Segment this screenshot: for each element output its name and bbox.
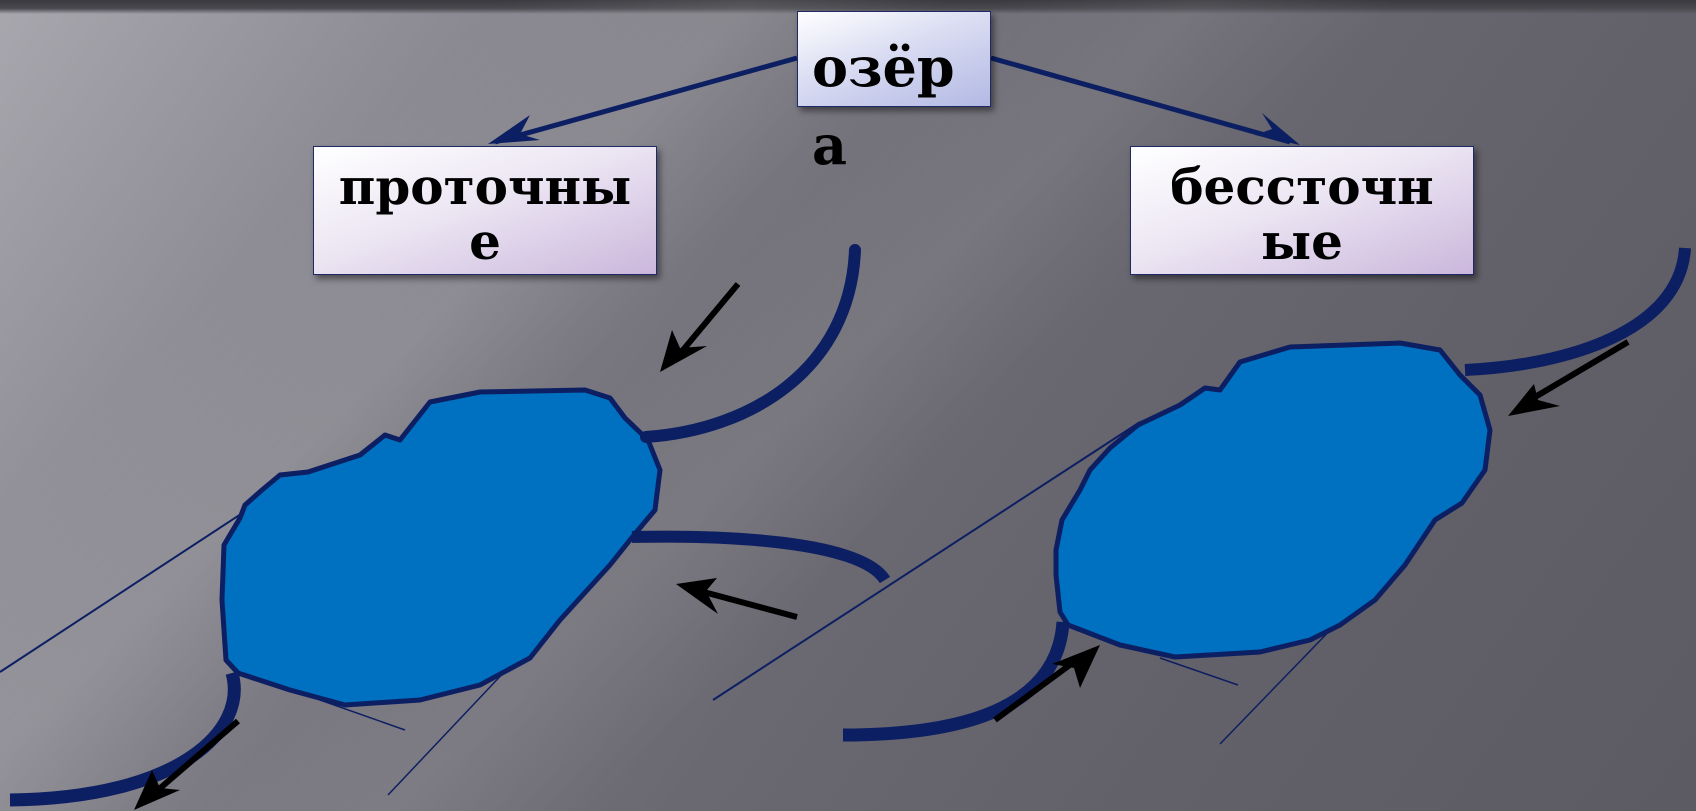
- outflow-arrow: [156, 718, 240, 793]
- perspective-line: [387, 667, 509, 796]
- connector-right-head: [1255, 113, 1300, 145]
- endorheic-label: бессточные: [1170, 157, 1434, 271]
- flow-through-lake: [0, 244, 891, 810]
- inflow-river: [631, 530, 891, 584]
- inflow-arrow: [699, 588, 798, 620]
- inflow-arrow-head: [676, 578, 718, 614]
- connector-left: [494, 55, 798, 145]
- perspective-line: [712, 421, 1141, 701]
- endorheic-box: бессточные: [1130, 146, 1474, 275]
- inflow-arrow-head: [1508, 384, 1560, 416]
- inflow-arrow-head: [660, 330, 707, 372]
- root-box: [797, 11, 991, 107]
- inflow-arrow-head: [1052, 645, 1100, 688]
- perspective-line: [1159, 657, 1239, 686]
- lake-shape: [219, 387, 663, 708]
- inflow-arrow: [675, 282, 741, 358]
- connector-left-head: [488, 115, 540, 144]
- inflow-arrow: [1528, 339, 1630, 403]
- inflow-river: [842, 621, 1070, 742]
- connector-right: [990, 55, 1291, 145]
- flow-through-box: проточные: [313, 146, 657, 275]
- perspective-line: [1219, 619, 1341, 745]
- outflow-river: [9, 671, 241, 807]
- lake-shape: [1053, 340, 1493, 660]
- root-label: озёра: [812, 35, 955, 177]
- flow-through-label: проточные: [338, 157, 632, 271]
- inflow-river: [1464, 247, 1691, 376]
- inflow-river: [640, 244, 861, 443]
- slide-top-bar: [0, 0, 1696, 14]
- perspective-line: [319, 699, 406, 731]
- outflow-arrow-head: [134, 770, 180, 810]
- endorheic-lake: [712, 247, 1691, 745]
